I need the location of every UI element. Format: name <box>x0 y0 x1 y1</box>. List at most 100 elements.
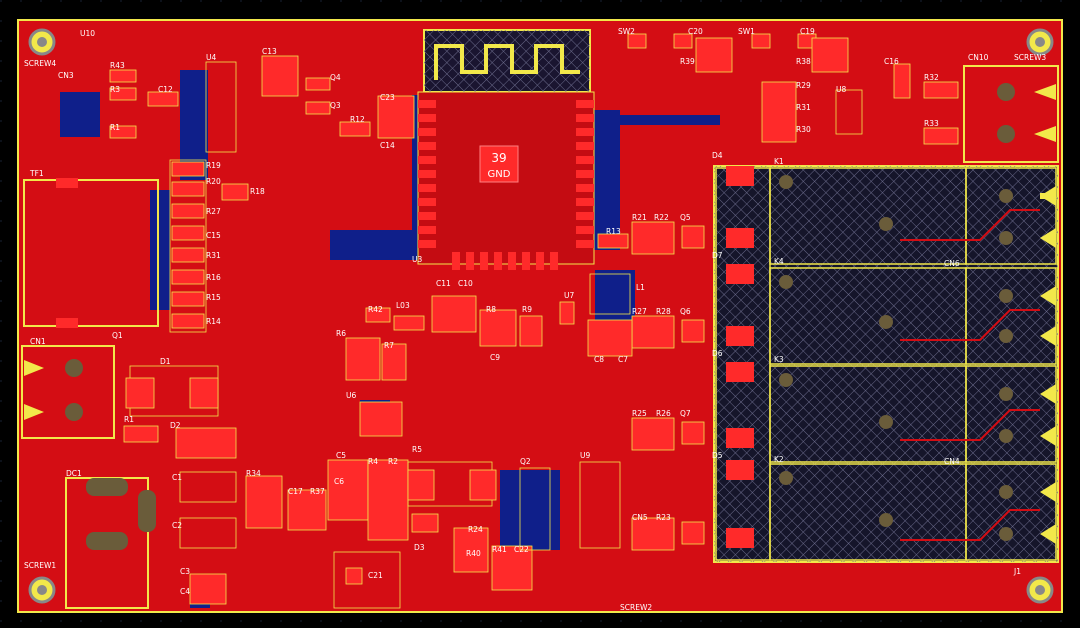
designator-label: R28 <box>656 307 671 316</box>
designator-label: U9 <box>580 451 590 460</box>
designator-label: Q2 <box>520 457 531 466</box>
connector-cn10[interactable] <box>963 65 1059 163</box>
wifi-antenna <box>423 29 591 93</box>
designator-label: R23 <box>656 513 671 522</box>
designator-label: SCREW4 <box>24 59 56 68</box>
designator-label: R31 <box>796 103 811 112</box>
designator-label: U4 <box>206 53 216 62</box>
designator-label: CN6 <box>944 259 960 268</box>
net-badge-net: GND <box>488 169 511 180</box>
designator-label: CN3 <box>58 71 74 80</box>
designator-label: R42 <box>368 305 383 314</box>
designator-label: DC1 <box>66 469 82 478</box>
designator-label: R38 <box>796 57 811 66</box>
designator-label: R24 <box>468 525 483 534</box>
designator-label: Q4 <box>330 73 341 82</box>
designator-label: R30 <box>796 125 811 134</box>
designator-label: R21 <box>632 213 647 222</box>
designator-label: C11 <box>436 279 451 288</box>
designator-label: C7 <box>618 355 628 364</box>
designator-label: D4 <box>712 151 723 160</box>
connector-dc1[interactable] <box>65 477 156 609</box>
designator-label: CN1 <box>30 337 46 346</box>
designator-label: C1 <box>172 473 182 482</box>
designator-label: R7 <box>384 341 394 350</box>
designator-label: C22 <box>514 545 529 554</box>
designator-label: Q7 <box>680 409 691 418</box>
transformer-tf1[interactable] <box>23 178 159 328</box>
designator-label: C10 <box>458 279 473 288</box>
designator-label: R37 <box>310 487 325 496</box>
designator-label: TF1 <box>29 169 44 178</box>
designator-label: C16 <box>884 57 899 66</box>
designator-label: R12 <box>350 115 365 124</box>
designator-label: R27 <box>632 307 647 316</box>
designator-label: R14 <box>206 317 221 326</box>
designator-label: R19 <box>206 161 221 170</box>
designator-label: R40 <box>466 549 481 558</box>
designator-label: C8 <box>594 355 604 364</box>
designator-label: R27 <box>206 207 221 216</box>
designator-label: R43 <box>110 61 125 70</box>
designator-label: R6 <box>336 329 346 338</box>
designator-label: R3 <box>110 85 120 94</box>
designator-label: C17 <box>288 487 303 496</box>
designator-label: D5 <box>712 451 723 460</box>
designator-label: R13 <box>606 227 621 236</box>
designator-label: R25 <box>632 409 647 418</box>
designator-label: R16 <box>206 273 221 282</box>
designator-label: U3 <box>412 255 422 264</box>
mcu-module[interactable]: 39 GND <box>417 91 595 270</box>
designator-label: R1 <box>110 123 120 132</box>
designator-label: R26 <box>656 409 671 418</box>
designator-label: SCREW2 <box>620 603 652 612</box>
designator-label: CN10 <box>968 53 989 62</box>
designator-label: C15 <box>206 231 221 240</box>
designator-label: SCREW3 <box>1014 53 1046 62</box>
net-badge[interactable]: 39 GND <box>479 145 519 183</box>
designator-label: K3 <box>774 355 784 364</box>
designator-label: C21 <box>368 571 383 580</box>
designator-label: R5 <box>412 445 422 454</box>
designator-label: R34 <box>246 469 261 478</box>
designator-label: R32 <box>924 73 939 82</box>
designator-label: U8 <box>836 85 846 94</box>
smd-components <box>109 33 959 609</box>
designator-label: SW1 <box>738 27 755 36</box>
designator-label: R9 <box>522 305 532 314</box>
designator-label: R31 <box>206 251 221 260</box>
designator-label: D6 <box>712 349 723 358</box>
designator-label: R1 <box>124 415 134 424</box>
designator-label: CN5 <box>632 513 648 522</box>
designator-label: C13 <box>262 47 277 56</box>
designator-label: SCREW1 <box>24 561 56 570</box>
designator-label: R22 <box>654 213 669 222</box>
designator-label: C6 <box>334 477 344 486</box>
designator-label: L03 <box>396 301 410 310</box>
designator-label: J1 <box>1013 567 1021 576</box>
designator-label: C19 <box>800 27 815 36</box>
connector-cn1[interactable] <box>21 345 115 439</box>
designator-label: C9 <box>490 353 500 362</box>
designator-label: C3 <box>180 567 190 576</box>
designator-label: K2 <box>774 455 784 464</box>
designator-label: R39 <box>680 57 695 66</box>
designator-label: Q3 <box>330 101 341 110</box>
designator-label: Q1 <box>112 331 123 340</box>
designator-label: D2 <box>170 421 181 430</box>
net-badge-number: 39 <box>491 151 506 165</box>
designator-label: C5 <box>336 451 346 460</box>
designator-label: Q5 <box>680 213 691 222</box>
designator-label: R18 <box>250 187 265 196</box>
designator-label: U10 <box>80 29 95 38</box>
designator-label: R8 <box>486 305 496 314</box>
designator-label: L1 <box>636 283 645 292</box>
designator-label: C12 <box>158 85 173 94</box>
designator-label: R33 <box>924 119 939 128</box>
designator-label: R41 <box>492 545 507 554</box>
designator-label: R29 <box>796 81 811 90</box>
designator-labels: U10SCREW4CN3R43R3R1C12U4C13Q4Q3R12C23C14… <box>24 27 1046 612</box>
designator-label: R20 <box>206 177 221 186</box>
designator-label: R15 <box>206 293 221 302</box>
